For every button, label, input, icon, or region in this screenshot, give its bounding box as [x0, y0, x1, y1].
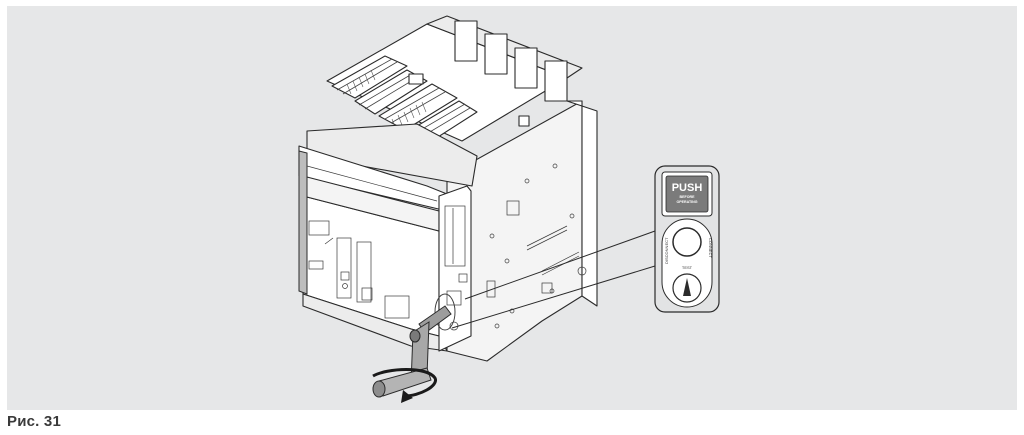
figure-caption: Рис. 31	[7, 413, 61, 430]
push-label: PUSH	[672, 182, 703, 194]
test-label: TEST	[682, 265, 693, 270]
push-button[interactable]	[665, 175, 709, 213]
before-label: BEFORE	[680, 195, 696, 199]
leader-line-icon	[451, 230, 656, 329]
rotation-arrow-icon	[372, 368, 437, 403]
figure-panel: PUSH BEFORE OPERATING DISCONNECT CONNECT…	[7, 6, 1017, 410]
racking-socket[interactable]	[672, 227, 702, 257]
connect-label: CONNECT	[708, 238, 713, 258]
racking-panel	[438, 185, 472, 352]
top-terminals	[326, 15, 583, 145]
operating-label: OPERATING	[676, 200, 697, 204]
breaker-illustration: PUSH BEFORE OPERATING DISCONNECT CONNECT…	[298, 15, 720, 403]
detail-interlock-plate: PUSH BEFORE OPERATING DISCONNECT CONNECT…	[654, 165, 720, 313]
disconnect-label: DISCONNECT	[664, 237, 669, 264]
